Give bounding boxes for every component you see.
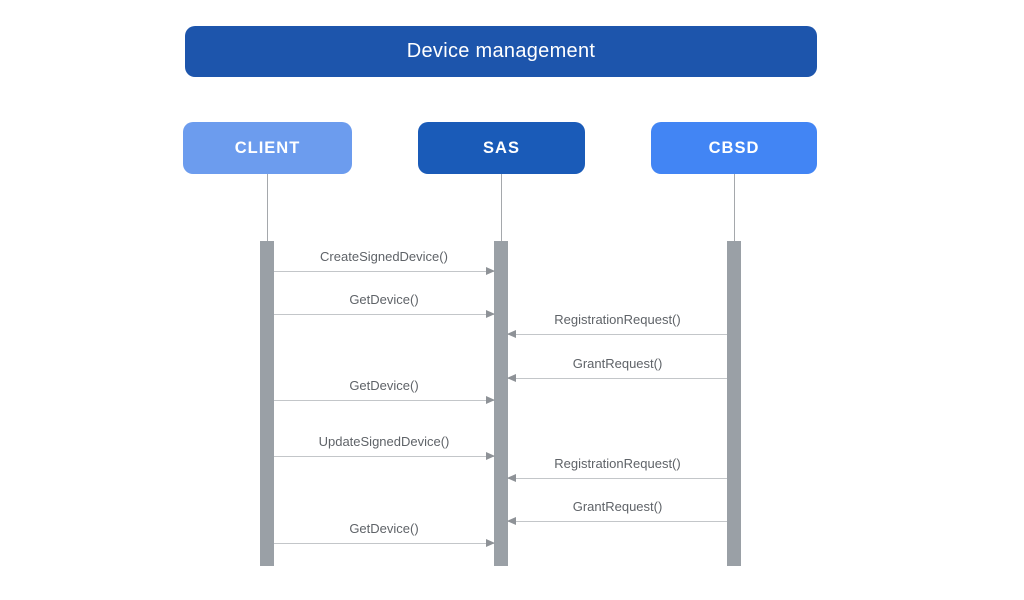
- message-get-device-2: GetDevice(): [274, 378, 495, 404]
- diagram-title: Device management: [406, 40, 596, 62]
- message-label: GetDevice(): [349, 521, 419, 536]
- message-line: [274, 313, 494, 315]
- message-line: [274, 542, 494, 544]
- message-line: [508, 520, 727, 522]
- message-line: [274, 270, 494, 272]
- message-grant-request-2: GrantRequest(): [507, 499, 727, 525]
- arrowhead-right-icon: [486, 396, 495, 404]
- message-label: RegistrationRequest(): [554, 456, 681, 471]
- lifeline-cbsd: [734, 174, 735, 241]
- arrowhead-left-icon: [507, 374, 516, 382]
- message-label: GrantRequest(): [572, 499, 663, 514]
- message-label: CreateSignedDevice(): [320, 249, 448, 264]
- actor-box-client: CLIENT: [183, 122, 352, 174]
- actor-label-cbsd: CBSD: [708, 138, 760, 157]
- message-registration-request-1: RegistrationRequest(): [507, 312, 727, 338]
- arrowhead-right-icon: [486, 310, 495, 318]
- message-get-device-1: GetDevice(): [274, 292, 495, 318]
- message-grant-request-1: GrantRequest(): [507, 356, 727, 382]
- activation-bar-sas: [494, 241, 508, 566]
- diagram-title-banner: Device management: [185, 26, 817, 77]
- actor-label-client: CLIENT: [234, 138, 301, 157]
- message-line: [274, 455, 494, 457]
- arrowhead-left-icon: [507, 330, 516, 338]
- arrowhead-right-icon: [486, 267, 495, 275]
- arrowhead-left-icon: [507, 474, 516, 482]
- message-line: [508, 333, 727, 335]
- message-line: [274, 399, 494, 401]
- actor-box-sas: SAS: [418, 122, 585, 174]
- message-line: [508, 377, 727, 379]
- message-label: GetDevice(): [349, 292, 419, 307]
- lifeline-sas: [501, 174, 502, 241]
- message-label: RegistrationRequest(): [554, 312, 681, 327]
- actor-box-cbsd: CBSD: [651, 122, 817, 174]
- actor-label-sas: SAS: [483, 138, 520, 157]
- lifeline-client: [267, 174, 268, 241]
- message-line: [508, 477, 727, 479]
- message-update-signed-device: UpdateSignedDevice(): [274, 434, 495, 460]
- message-registration-request-2: RegistrationRequest(): [507, 456, 727, 482]
- arrowhead-right-icon: [486, 452, 495, 460]
- arrowhead-left-icon: [507, 517, 516, 525]
- message-label: UpdateSignedDevice(): [318, 434, 450, 449]
- arrowhead-right-icon: [486, 539, 495, 547]
- message-create-signed-device: CreateSignedDevice(): [274, 249, 495, 275]
- message-label: GrantRequest(): [572, 356, 663, 371]
- activation-bar-client: [260, 241, 274, 566]
- message-label: GetDevice(): [349, 378, 419, 393]
- message-get-device-3: GetDevice(): [274, 521, 495, 547]
- activation-bar-cbsd: [727, 241, 741, 566]
